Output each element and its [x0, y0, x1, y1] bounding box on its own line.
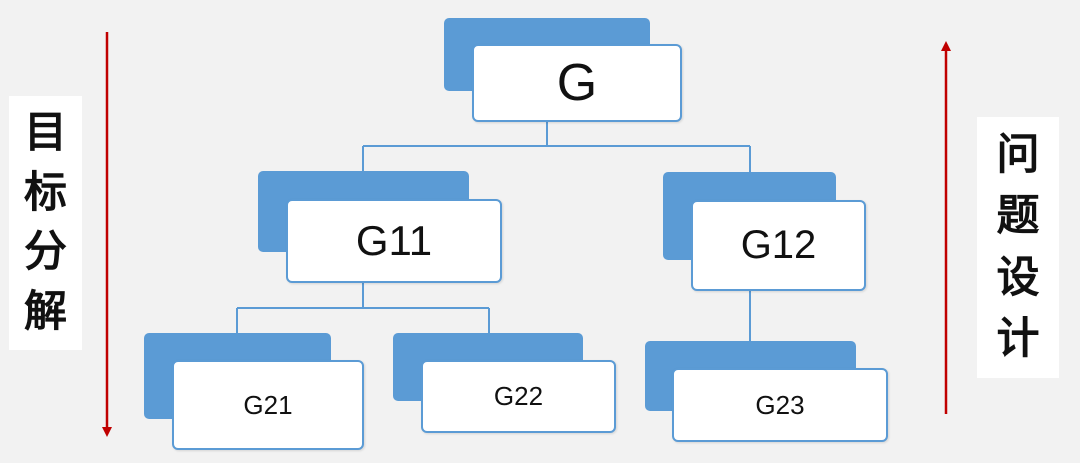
right-label-char: 计: [996, 313, 1040, 364]
right-label-char: 设: [996, 252, 1040, 303]
node-g-box: G: [472, 44, 682, 122]
node-g12: G12: [663, 172, 866, 291]
node-g11-label: G11: [355, 217, 433, 264]
node-g22: G22: [393, 333, 616, 433]
node-g-label: G: [556, 54, 598, 112]
right-label-char: 问: [996, 130, 1040, 181]
node-g12-label: G12: [740, 223, 817, 267]
node-g21-box: G21: [172, 360, 364, 450]
node-g22-box: G22: [421, 360, 616, 433]
left-label-char: 目: [24, 108, 67, 159]
left-label-char: 标: [24, 167, 67, 218]
node-g21: G21: [144, 333, 364, 450]
node-g23-box: G23: [672, 368, 888, 442]
goal-decomposition-label: 目 标 分 解: [9, 96, 82, 350]
node-g12-box: G12: [691, 200, 866, 291]
node-g11: G11: [258, 171, 502, 283]
left-label-char: 解: [24, 286, 67, 337]
node-g: G: [444, 18, 682, 122]
node-g23: G23: [645, 341, 888, 442]
left-label-char: 分: [24, 227, 67, 278]
right-label-char: 题: [996, 191, 1040, 242]
problem-design-label: 问 题 设 计: [977, 117, 1059, 378]
node-g11-box: G11: [286, 199, 502, 283]
node-g23-label: G23: [755, 389, 805, 420]
node-g21-label: G21: [243, 389, 293, 420]
node-g22-label: G22: [493, 381, 544, 411]
